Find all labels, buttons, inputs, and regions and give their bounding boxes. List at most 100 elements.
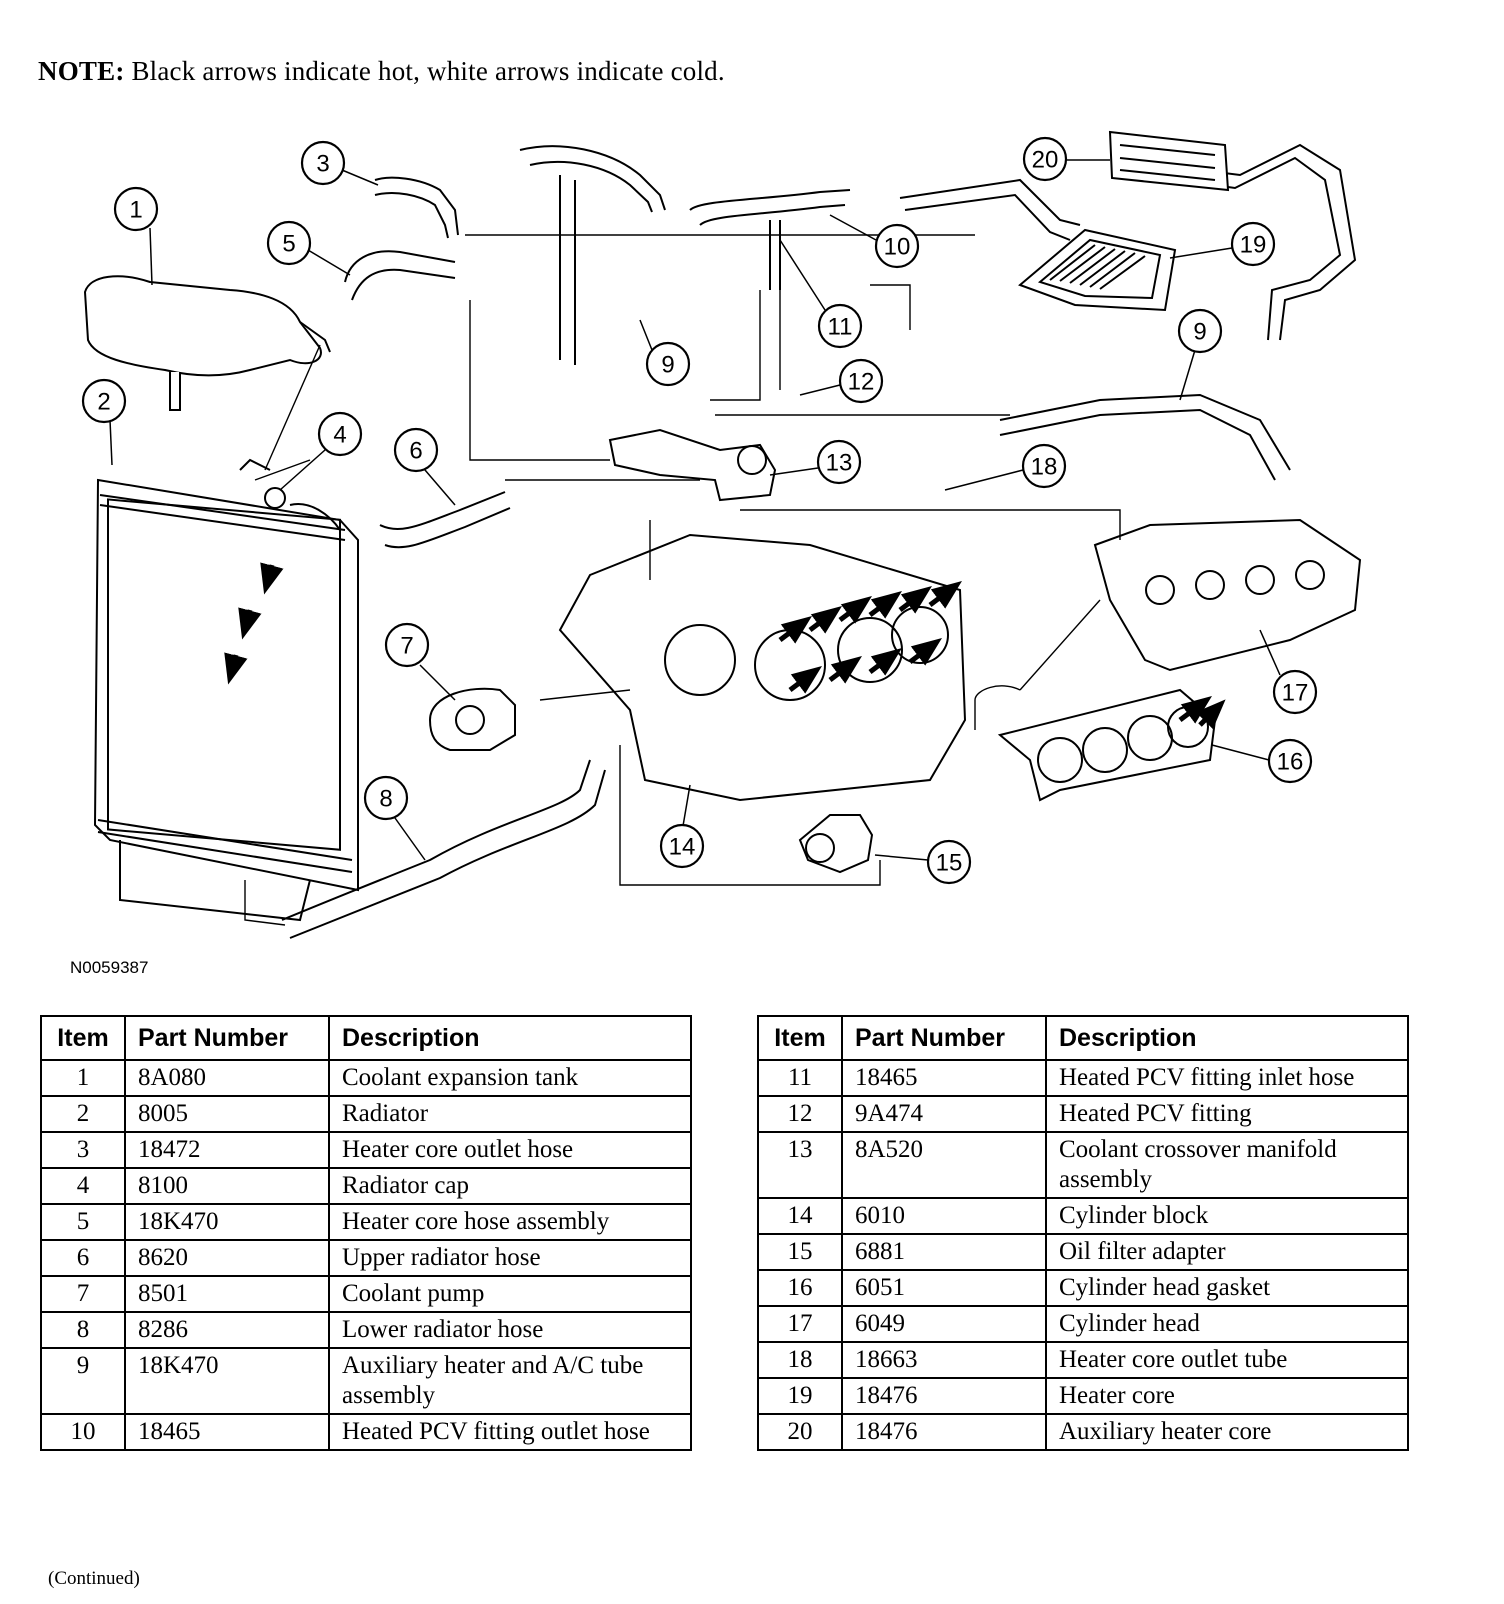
callout-12-number: 12 — [848, 369, 875, 396]
item-cell: 19 — [757, 1377, 843, 1415]
desc-cell: Heater core outlet tube — [1045, 1341, 1409, 1379]
callout-9-upper: 9 — [639, 319, 691, 387]
item-cell: 1 — [40, 1059, 126, 1097]
item-cell: 20 — [757, 1413, 843, 1451]
head-gasket-drawing — [997, 688, 1217, 802]
callout-7: 7 — [384, 622, 456, 701]
header-item: Item — [757, 1015, 843, 1061]
part-cell: 8005 — [124, 1095, 330, 1133]
callout-15-number: 15 — [936, 850, 963, 877]
callout-11: 11 — [779, 239, 863, 349]
callout-8: 8 — [363, 775, 426, 861]
item-cell: 18 — [757, 1341, 843, 1379]
part-cell: 6049 — [841, 1305, 1047, 1343]
callout-18-number: 18 — [1031, 454, 1058, 481]
callout-13-number: 13 — [826, 450, 853, 477]
header-description: Description — [1045, 1015, 1409, 1061]
oil-filter-adapter-drawing — [798, 814, 874, 874]
callout-17-number: 17 — [1282, 680, 1309, 707]
callout-2: 2 — [81, 378, 127, 466]
item-cell: 6 — [40, 1239, 126, 1277]
part-cell: 8A080 — [124, 1059, 330, 1097]
item-cell: 2 — [40, 1095, 126, 1133]
callout-9-number: 9 — [661, 352, 674, 379]
desc-cell: Heated PCV fitting outlet hose — [328, 1413, 692, 1451]
callout-6-number: 6 — [409, 438, 422, 465]
callout-18: 18 — [944, 443, 1067, 491]
desc-cell: Heated PCV fitting — [1045, 1095, 1409, 1133]
callout-3: 3 — [300, 140, 379, 186]
cylinder-head-drawing — [1093, 518, 1362, 672]
callout-10-number: 10 — [884, 234, 911, 261]
header-part-number: Part Number — [841, 1015, 1047, 1061]
heater-hoses-drawing — [281, 143, 1357, 939]
callout-19-number: 19 — [1240, 232, 1267, 259]
table-header-row: Item Part Number Description — [757, 1015, 1409, 1061]
desc-cell: Lower radiator hose — [328, 1311, 692, 1349]
table-header-row: Item Part Number Description — [40, 1015, 692, 1061]
callout-3-number: 3 — [316, 151, 329, 178]
desc-cell: Cylinder head gasket — [1045, 1269, 1409, 1307]
callout-15: 15 — [874, 839, 972, 885]
part-cell: 6051 — [841, 1269, 1047, 1307]
part-cell: 8A520 — [841, 1131, 1047, 1199]
cylinder-block-drawing — [558, 533, 967, 802]
callout-17: 17 — [1259, 629, 1318, 715]
part-cell: 9A474 — [841, 1095, 1047, 1133]
desc-cell: Heater core outlet hose — [328, 1131, 692, 1169]
callout-13: 13 — [769, 439, 862, 485]
coolant-pump-drawing — [428, 687, 516, 751]
callout-20-number: 20 — [1032, 147, 1059, 174]
part-cell: 18K470 — [124, 1203, 330, 1241]
part-cell: 6010 — [841, 1197, 1047, 1235]
radiator-drawing — [93, 458, 359, 922]
callout-14: 14 — [659, 784, 705, 869]
callout-2-number: 2 — [97, 389, 110, 416]
callout-4: 4 — [279, 411, 363, 491]
part-cell: 8620 — [124, 1239, 330, 1277]
callout-7-number: 7 — [400, 633, 413, 660]
part-cell: 18472 — [124, 1131, 330, 1169]
figure-id: N0059387 — [70, 958, 149, 977]
item-cell: 5 — [40, 1203, 126, 1241]
part-cell: 18663 — [841, 1341, 1047, 1379]
callout-12: 12 — [799, 358, 884, 404]
item-cell: 8 — [40, 1311, 126, 1349]
callout-8-number: 8 — [379, 786, 392, 813]
part-cell: 6881 — [841, 1233, 1047, 1271]
desc-cell: Coolant crossover manifold assembly — [1045, 1131, 1409, 1199]
desc-cell: Coolant expansion tank — [328, 1059, 692, 1097]
auxiliary-heater-core-drawing — [1108, 130, 1230, 192]
header-description: Description — [328, 1015, 692, 1061]
desc-cell: Coolant pump — [328, 1275, 692, 1313]
callout-9-lower: 9 — [1177, 308, 1223, 401]
part-cell: 8501 — [124, 1275, 330, 1313]
cooling-system-diagram: 1 2 3 4 5 6 7 8 9 10 11 12 13 14 15 16 1… — [81, 130, 1362, 939]
part-cell: 8100 — [124, 1167, 330, 1205]
desc-cell: Radiator — [328, 1095, 692, 1133]
desc-cell: Auxiliary heater and A/C tube assembly — [328, 1347, 692, 1415]
part-cell: 18465 — [124, 1413, 330, 1451]
part-cell: 18476 — [841, 1413, 1047, 1451]
item-cell: 17 — [757, 1305, 843, 1343]
callout-16: 16 — [1211, 738, 1313, 784]
callout-10: 10 — [829, 214, 920, 269]
callout-1: 1 — [113, 186, 159, 286]
